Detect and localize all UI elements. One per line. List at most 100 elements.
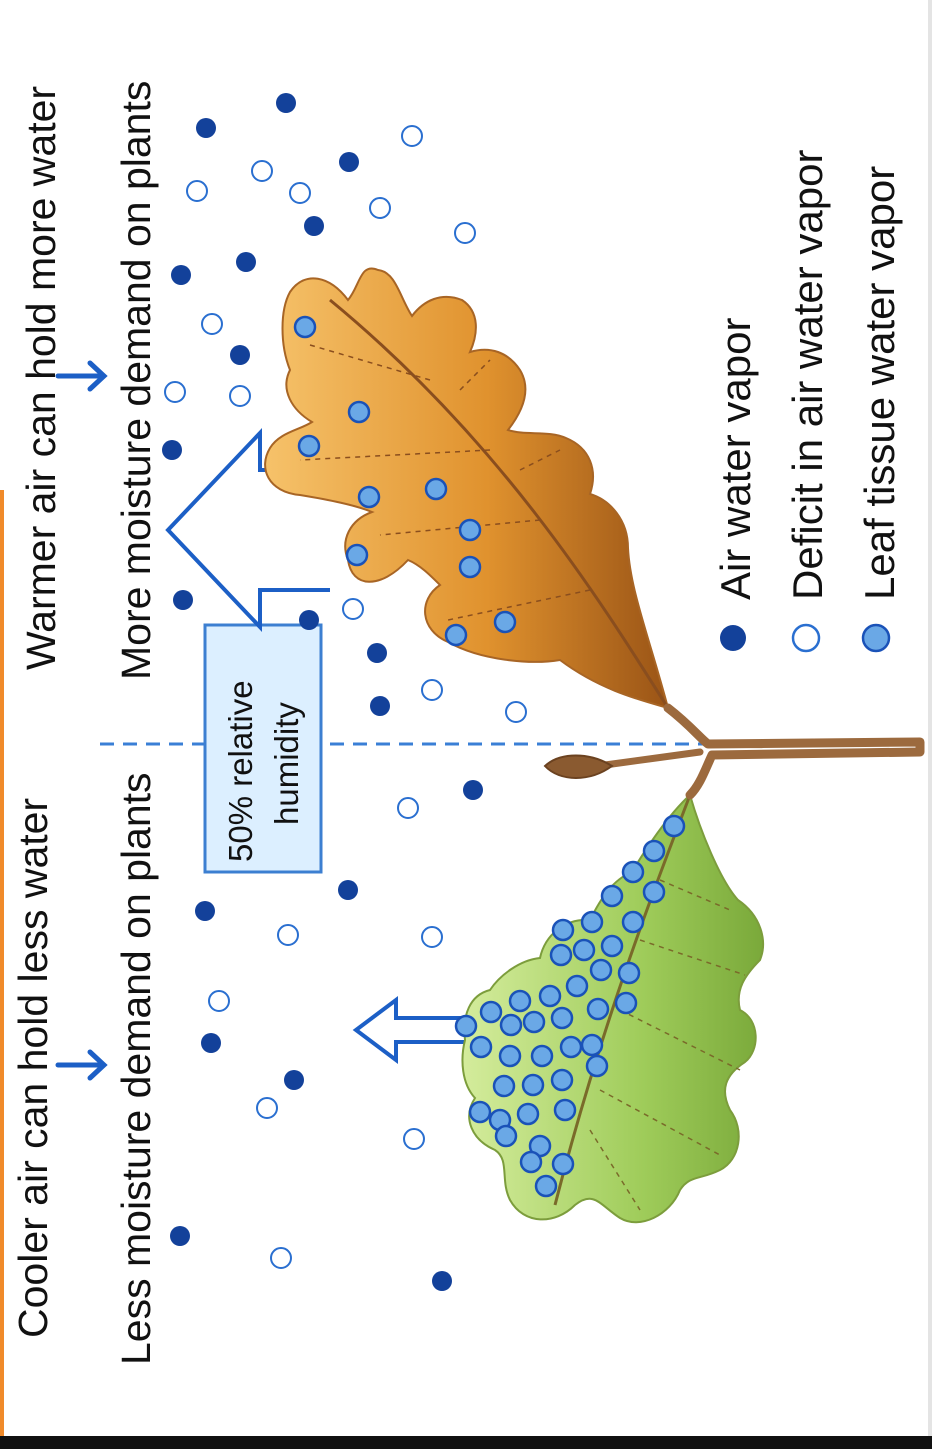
air-vapor-dot xyxy=(370,696,390,716)
deficit-dot xyxy=(290,183,310,203)
leaf-vapor-dot xyxy=(470,1102,490,1122)
leaf-vapor-dot xyxy=(494,1076,514,1096)
leaf-vapor-dot xyxy=(347,545,367,565)
deficit-dot xyxy=(257,1098,277,1118)
deficit-dot xyxy=(165,382,185,402)
leaf-vapor-dot xyxy=(644,882,664,902)
leaf-vapor-dot xyxy=(623,862,643,882)
deficit-dot xyxy=(370,198,390,218)
leaf-vapor-dot xyxy=(616,993,636,1013)
orange-edge-bar xyxy=(0,490,4,1436)
legend: Air water vapor Deficit in air water vap… xyxy=(712,149,903,651)
air-vapor-dot xyxy=(230,345,250,365)
leaf-vapor-dot xyxy=(602,936,622,956)
deficit-dot xyxy=(455,223,475,243)
small-transpiration-arrow-icon xyxy=(356,1000,470,1060)
air-vapor-dot xyxy=(201,1033,221,1053)
deficit-dot xyxy=(230,386,250,406)
leaf-vapor-dot xyxy=(552,1008,572,1028)
deficit-dot xyxy=(422,927,442,947)
deficit-dot xyxy=(402,126,422,146)
leaf-vapor-dot xyxy=(551,945,571,965)
air-vapor-dot xyxy=(432,1271,452,1291)
deficit-dot xyxy=(271,1248,291,1268)
leaf-vapor-dot xyxy=(481,1002,501,1022)
leaf-vapor-dot xyxy=(540,986,560,1006)
leaf-vapor-dot xyxy=(587,1056,607,1076)
cool-capacity-label: Cooler air can hold less water xyxy=(10,798,56,1338)
leaf-vapor-dot xyxy=(588,999,608,1019)
legend-label-leaf: Leaf tissue water vapor xyxy=(856,166,903,600)
legend-item-deficit: Deficit in air water vapor xyxy=(784,149,831,651)
leaf-vapor-dot xyxy=(456,1016,476,1036)
branch-stem xyxy=(545,708,920,795)
deficit-dot xyxy=(398,798,418,818)
deficit-dot xyxy=(187,181,207,201)
leaf-vapor-dot xyxy=(523,1075,543,1095)
leaf-vapor-dot xyxy=(426,479,446,499)
air-vapor-dot xyxy=(276,93,296,113)
deficit-dot xyxy=(404,1129,424,1149)
air-vapor-dot xyxy=(173,590,193,610)
leaf-vapor-dot xyxy=(623,912,643,932)
leaf-vapor-dot xyxy=(501,1015,521,1035)
legend-label-deficit: Deficit in air water vapor xyxy=(784,149,831,600)
leaf-vapor-dot xyxy=(299,436,319,456)
deficit-dot xyxy=(506,702,526,722)
leaf-vapor-dot xyxy=(524,1012,544,1032)
air-vapor-dot xyxy=(170,1226,190,1246)
filled-dot-icon xyxy=(720,625,746,651)
deficit-dot xyxy=(202,314,222,334)
leaf-vapor-dot xyxy=(664,816,684,836)
leaf-vapor-dot xyxy=(495,612,515,632)
air-vapor-dot xyxy=(162,440,182,460)
hollow-dot-icon xyxy=(793,625,819,651)
deficit-dot xyxy=(252,161,272,181)
leaf-vapor-dot xyxy=(359,487,379,507)
legend-item-leaf: Leaf tissue water vapor xyxy=(856,166,903,651)
leaf-vapor-dot xyxy=(552,1070,572,1090)
legend-item-air: Air water vapor xyxy=(712,318,759,651)
leaf-vapor-dot xyxy=(567,976,587,996)
air-vapor-dot xyxy=(236,252,256,272)
leaf-vapor-dot xyxy=(521,1152,541,1172)
deficit-dot xyxy=(422,680,442,700)
deficit-dot xyxy=(278,925,298,945)
leaf-vapor-dot xyxy=(602,886,622,906)
humidity-label-box: 50% relative humidity xyxy=(205,625,321,872)
leaf-vapor-dot xyxy=(555,1100,575,1120)
leaf-vapor-dot xyxy=(349,402,369,422)
orange-oak-leaf xyxy=(265,268,668,708)
leaf-vapor-dot xyxy=(582,912,602,932)
right-edge xyxy=(928,0,932,1436)
leaf-vapor-dot xyxy=(591,960,611,980)
air-vapor-dot xyxy=(171,265,191,285)
leaf-vapor-dot xyxy=(460,520,480,540)
leaf-vapor-dot xyxy=(496,1126,516,1146)
leaf-vapor-dot xyxy=(295,317,315,337)
leaf-vapor-dot xyxy=(446,625,466,645)
leaf-vapor-dot xyxy=(574,940,594,960)
cool-small-arrow-icon xyxy=(58,1052,104,1078)
humidity-label-line1: 50% relative xyxy=(222,680,259,862)
deficit-dot xyxy=(343,599,363,619)
leaf-vapor-dot xyxy=(500,1046,520,1066)
air-vapor-dot xyxy=(304,216,324,236)
air-vapor-dot xyxy=(195,901,215,921)
leaf-vapor-dot xyxy=(619,963,639,983)
leaf-vapor-dot xyxy=(471,1037,491,1057)
cool-demand-label: Less moisture demand on plants xyxy=(113,772,159,1365)
air-vapor-dot xyxy=(284,1070,304,1090)
bud-icon xyxy=(545,756,612,779)
leaf-dot-icon xyxy=(863,625,889,651)
air-vapor-dot xyxy=(196,118,216,138)
leaf-vapor-dot xyxy=(536,1176,556,1196)
leaf-vapor-dot xyxy=(582,1035,602,1055)
leaf-vapor-dot xyxy=(553,920,573,940)
leaf-vapor-dot xyxy=(460,557,480,577)
legend-label-air: Air water vapor xyxy=(712,318,759,600)
leaf-vapor-dot xyxy=(644,841,664,861)
deficit-dot xyxy=(209,991,229,1011)
air-vapor-dot xyxy=(338,880,358,900)
